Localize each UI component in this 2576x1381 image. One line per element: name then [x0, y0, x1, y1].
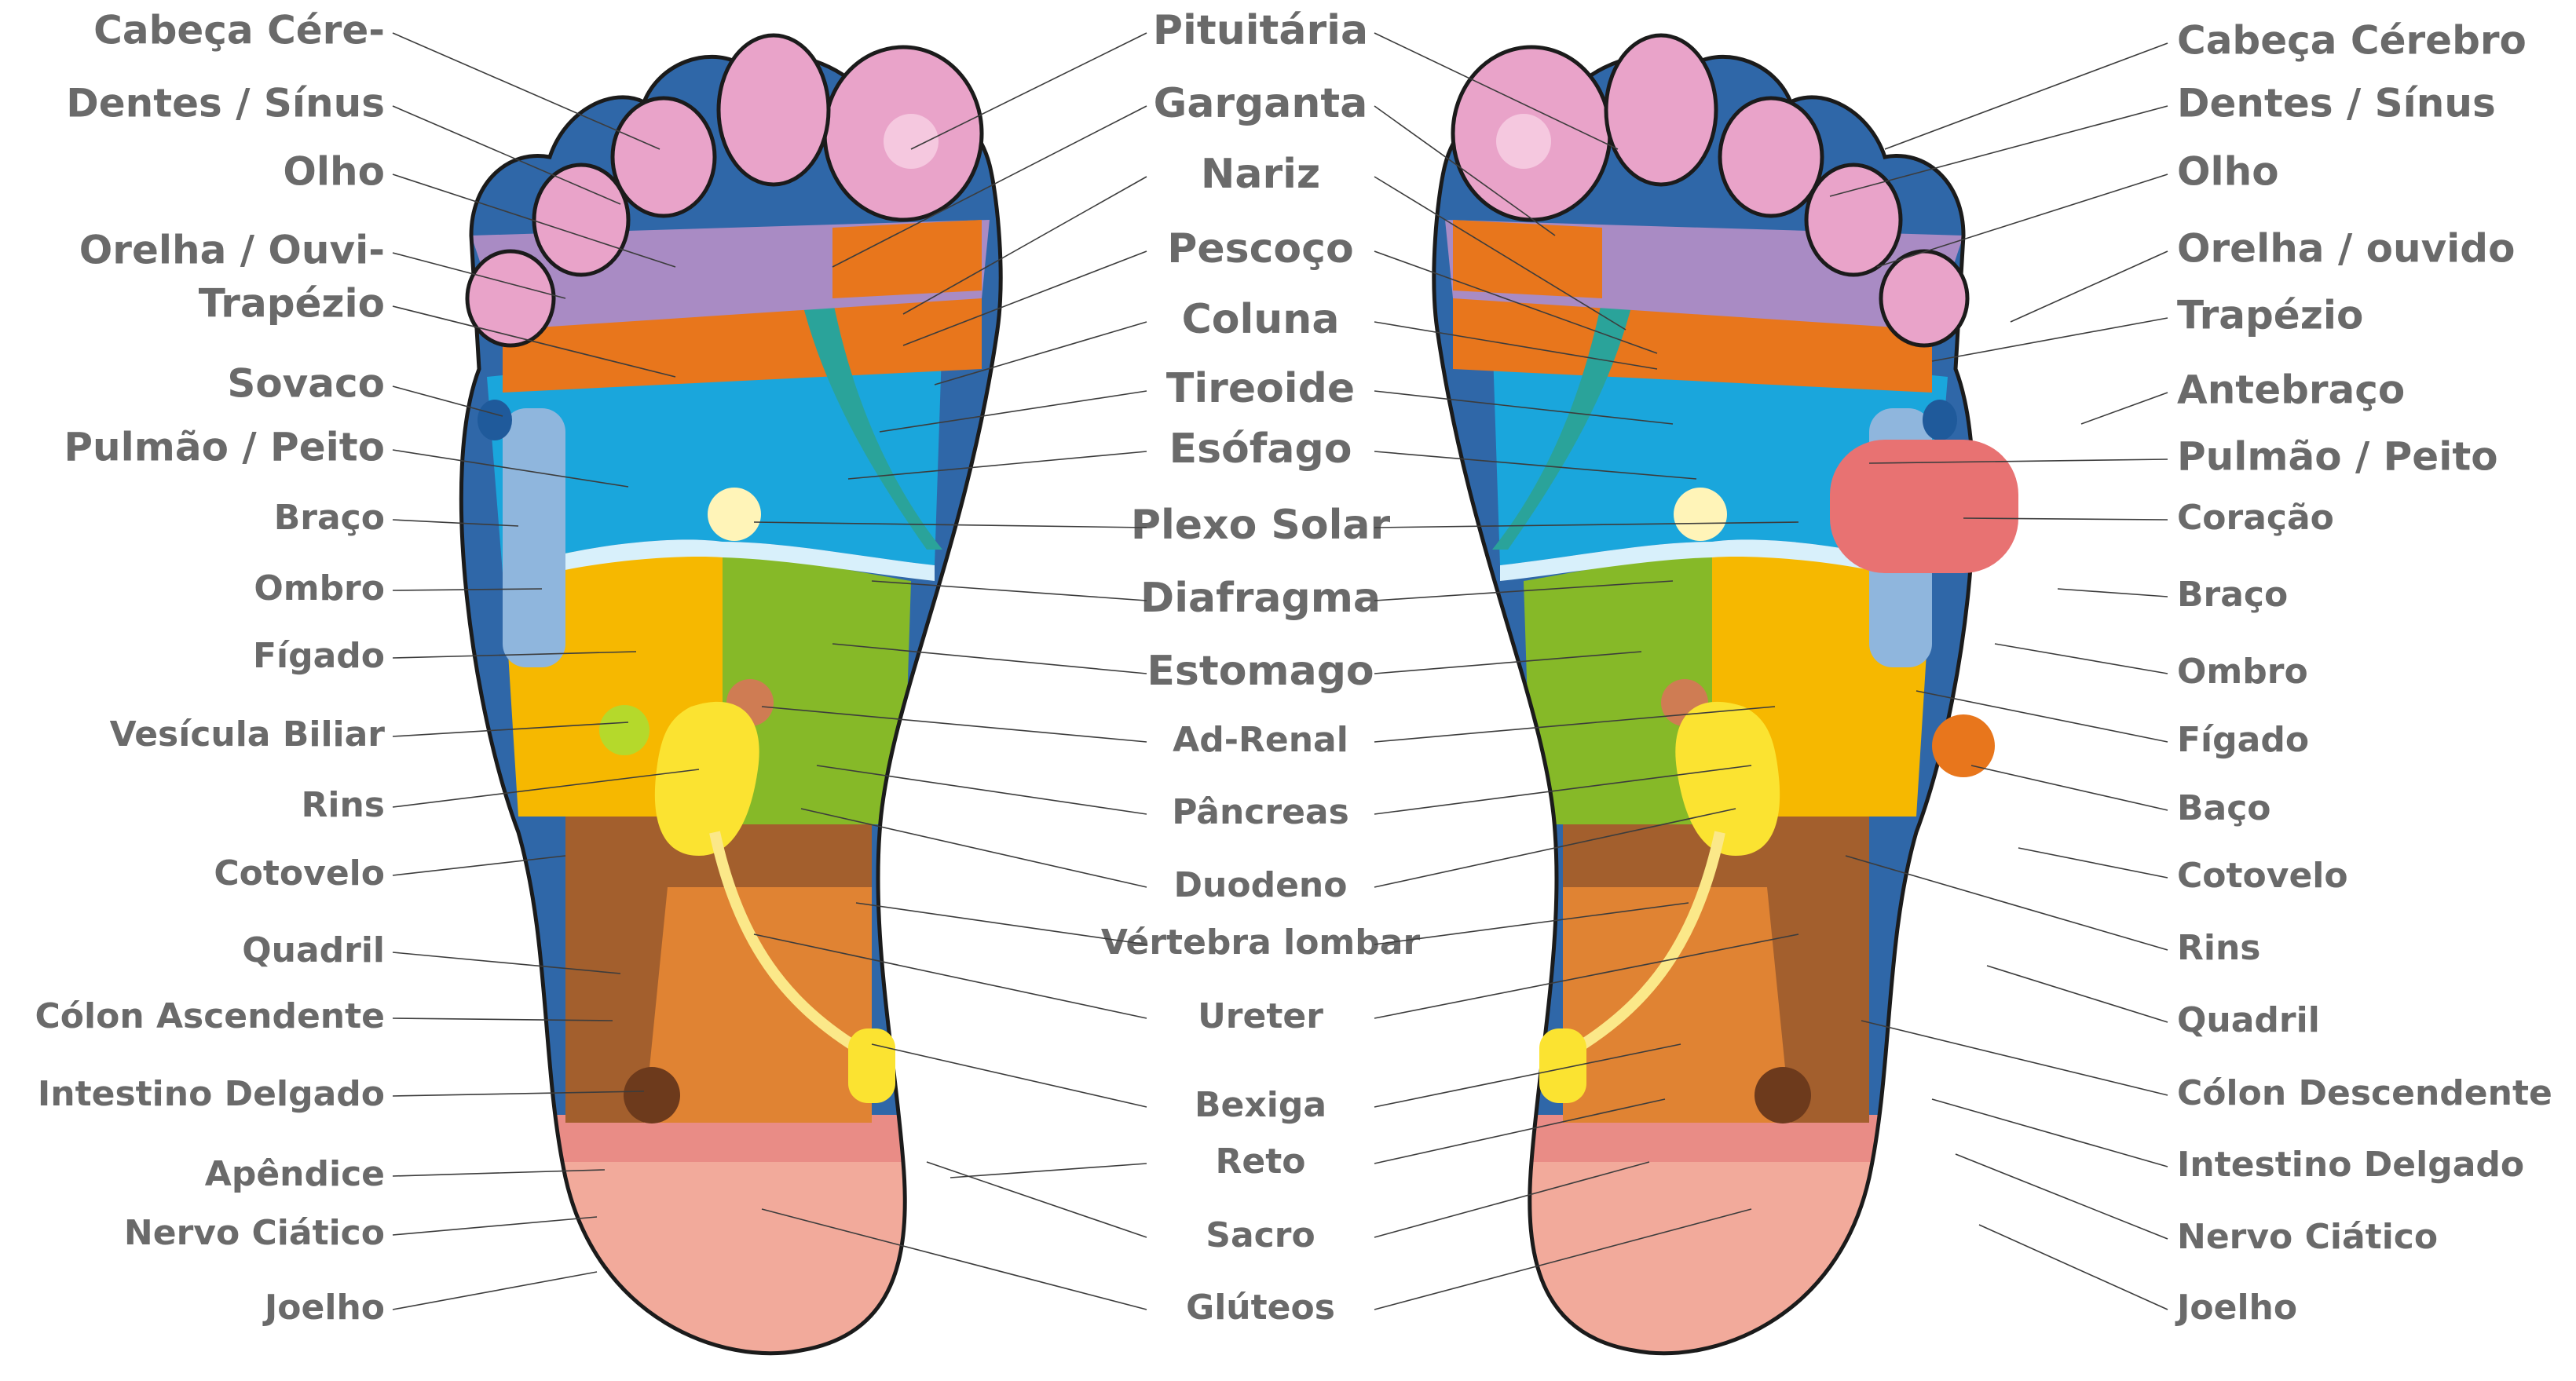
appendix-spot [624, 1067, 680, 1123]
left-label-6: Sovaco [227, 361, 385, 407]
left-label-1: Cabeça Cére- [93, 8, 385, 53]
gallbladder-spot [599, 705, 649, 755]
right-label-15: Quadril [2177, 1000, 2320, 1040]
right-label-7: Pulmão / Peito [2177, 434, 2498, 480]
center-label-14: Vértebra lombar [1101, 922, 1421, 963]
leader-right-15 [1987, 966, 2168, 1022]
leader-left-18 [393, 1217, 597, 1235]
right-label-11: Fígado [2177, 720, 2309, 760]
center-label-2: Garganta [1154, 80, 1368, 127]
right-label-10: Ombro [2177, 652, 2308, 692]
right-foot [1414, 35, 1995, 1381]
center-label-19: Glúteos [1186, 1288, 1335, 1328]
leader-center-left-17 [950, 1164, 1147, 1178]
right-label-6: Antebraço [2177, 367, 2405, 413]
left-label-11: Vesícula Biliar [110, 714, 386, 754]
leader-right-9 [2058, 589, 2168, 597]
bladder [848, 1028, 895, 1103]
armpit-spot [478, 400, 512, 440]
toe-5 [467, 251, 554, 345]
leader-center-left-18 [927, 1162, 1147, 1237]
left-label-4: Orelha / Ouvi- [79, 228, 385, 273]
leader-center-left-16 [872, 1044, 1147, 1107]
center-label-9: Diafragma [1140, 575, 1381, 622]
left-label-17: Apêndice [205, 1154, 385, 1194]
leader-right-12 [1971, 765, 2168, 810]
right-label-16: Cólon Descendente [2177, 1073, 2552, 1113]
leader-right-13 [2018, 848, 2168, 878]
center-label-6: Tireoide [1166, 365, 1355, 412]
leader-right-10 [1995, 644, 2168, 674]
right-label-18: Nervo Ciático [2177, 1217, 2438, 1257]
left-label-10: Fígado [253, 636, 385, 676]
toe-4 [534, 165, 628, 275]
right-label-13: Cotovelo [2177, 856, 2348, 896]
right-label-17: Intestino Delgado [2177, 1145, 2524, 1185]
leader-right-6 [2081, 393, 2168, 424]
center-label-3: Nariz [1201, 151, 1320, 198]
center-label-8: Plexo Solar [1131, 502, 1391, 549]
left-label-15: Cólon Ascendente [35, 996, 386, 1036]
left-label-13: Cotovelo [214, 853, 385, 893]
left-label-9: Ombro [254, 568, 385, 608]
center-label-16: Bexiga [1195, 1085, 1326, 1125]
big-toe-highlight [884, 114, 939, 169]
right-label-19: Joelho [2175, 1288, 2297, 1328]
leader-right-16 [1861, 1021, 2168, 1095]
center-label-18: Sacro [1206, 1215, 1315, 1255]
left-label-14: Quadril [242, 930, 385, 970]
right-labels: Cabeça CérebroDentes / SínusOlhoOrelha /… [2175, 18, 2552, 1328]
heart-zone [1830, 440, 2018, 573]
right-label-8: Coração [2177, 498, 2334, 538]
center-label-5: Coluna [1182, 296, 1340, 343]
center-labels: PituitáriaGargantaNarizPescoçoColunaTire… [1101, 7, 1421, 1328]
center-label-12: Pâncreas [1172, 792, 1349, 832]
left-label-16: Intestino Delgado [38, 1074, 385, 1114]
right-label-3: Olho [2177, 149, 2279, 195]
solar-plexus-spot [708, 488, 761, 541]
left-label-8: Braço [274, 498, 385, 538]
left-label-7: Pulmão / Peito [64, 425, 385, 470]
center-label-10: Estomago [1147, 648, 1374, 695]
center-label-17: Reto [1216, 1142, 1306, 1182]
left-label-2: Dentes / Sínus [66, 81, 385, 126]
leader-right-17 [1932, 1099, 2168, 1167]
toe-3 [613, 98, 715, 216]
leader-right-18 [1956, 1154, 2168, 1239]
left-label-19: Joelho [262, 1288, 385, 1328]
center-label-15: Ureter [1198, 996, 1323, 1036]
right-label-1: Cabeça Cérebro [2177, 18, 2527, 64]
leader-right-4 [2011, 251, 2168, 322]
right-label-2: Dentes / Sínus [2177, 81, 2496, 126]
left-label-5: Trapézio [199, 281, 385, 327]
leader-left-1 [393, 33, 660, 149]
right-label-9: Braço [2177, 575, 2288, 615]
left-label-18: Nervo Ciático [124, 1213, 385, 1253]
center-label-11: Ad-Renal [1173, 720, 1348, 760]
leader-right-5 [1932, 318, 2168, 361]
right-label-14: Rins [2177, 928, 2260, 968]
center-label-1: Pituitária [1153, 7, 1368, 54]
throat-zone [832, 220, 982, 298]
center-label-7: Esófago [1169, 426, 1352, 473]
leader-right-19 [1979, 1225, 2168, 1310]
right-label-5: Trapézio [2177, 293, 2363, 338]
center-label-4: Pescoço [1167, 225, 1353, 272]
right-label-12: Baço [2177, 788, 2271, 828]
left-foot [440, 35, 1021, 1381]
arm-zone [503, 408, 565, 667]
spleen-spot [1932, 714, 1995, 777]
leader-right-1 [1885, 43, 2168, 149]
right-label-4: Orelha / ouvido [2177, 226, 2515, 272]
toe-2 [719, 35, 829, 184]
leader-left-19 [393, 1272, 597, 1310]
left-label-3: Olho [283, 149, 385, 195]
left-label-12: Rins [302, 785, 385, 825]
center-label-13: Duodeno [1174, 865, 1348, 905]
